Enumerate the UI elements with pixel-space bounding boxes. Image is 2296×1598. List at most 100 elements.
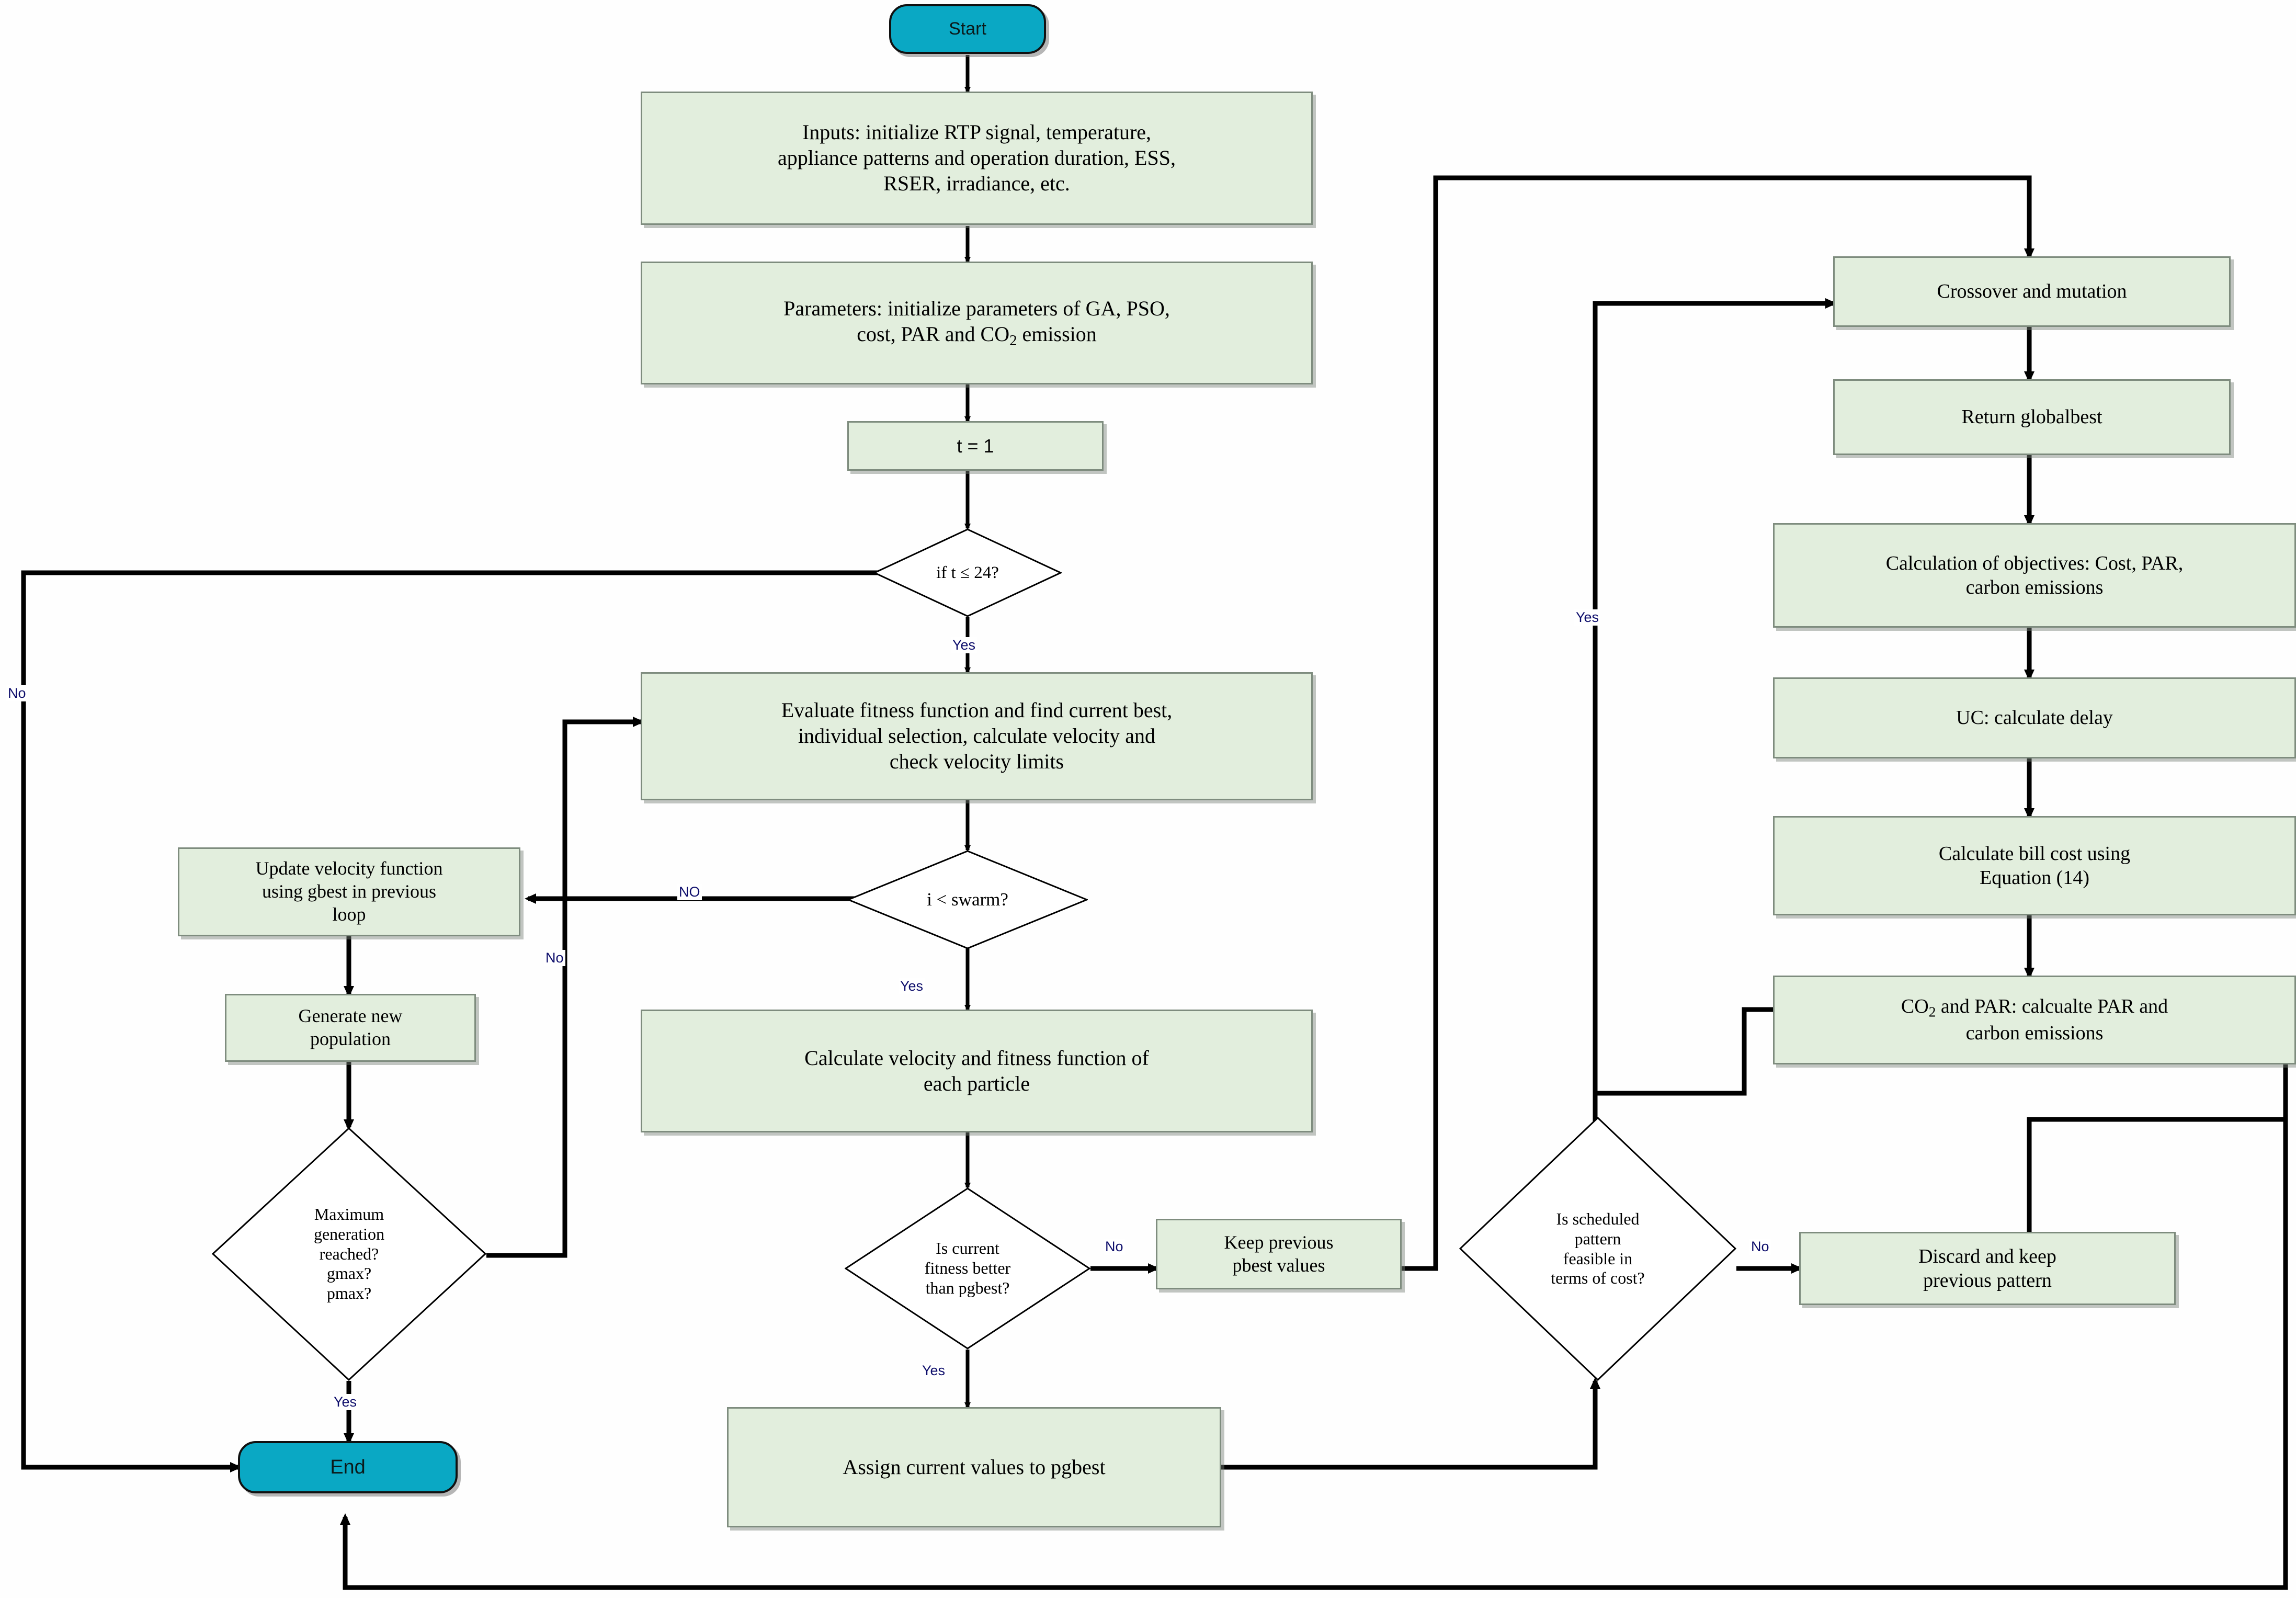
return-globalbest-process[interactable]: Return globalbest	[1833, 379, 2231, 455]
inputs-line-1: Inputs: initialize RTP signal, temperatu…	[802, 120, 1152, 144]
max-generation-text: Maximum generation reached? gmax? pmax?	[314, 1205, 384, 1304]
parameters-line-1: Parameters: initialize parameters of GA,…	[783, 297, 1170, 320]
evaluate-process[interactable]: Evaluate fitness function and find curre…	[641, 672, 1313, 800]
edge-label-i-swarm-no: NO	[677, 884, 702, 900]
edge-label-max-gen-no: No	[544, 950, 565, 966]
co2-subscript: 2	[1928, 1004, 1936, 1020]
bill-cost-text: Calculate bill cost using Equation (14)	[1931, 842, 2138, 890]
end-terminator[interactable]: End	[238, 1441, 458, 1493]
update-velocity-line-2: using gbest in previous	[262, 881, 436, 902]
co2-par-line-1-b: and PAR: calcualte PAR and	[1936, 995, 2168, 1018]
feasible-line-1: Is scheduled	[1556, 1209, 1640, 1228]
i-swarm-label: i < swarm?	[927, 889, 1008, 910]
feasible-line-3: feasible in	[1563, 1249, 1633, 1268]
crossover-label: Crossover and mutation	[1937, 280, 2127, 303]
i-swarm-decision[interactable]: i < swarm?	[847, 850, 1088, 949]
t-init-process[interactable]: t = 1	[847, 421, 1104, 471]
fitness-line-3: than pgbest?	[925, 1278, 1010, 1297]
t-init-label: t = 1	[957, 435, 994, 457]
discard-text: Discard and keep previous pattern	[1911, 1244, 2064, 1293]
max-gen-line-1: Maximum	[314, 1205, 384, 1224]
calc-objectives-process[interactable]: Calculation of objectives: Cost, PAR, ca…	[1773, 523, 2296, 628]
co2-par-process[interactable]: CO2 and PAR: calcualte PAR and carbon em…	[1773, 976, 2296, 1064]
edge-label-fitness-no: No	[1104, 1239, 1125, 1255]
calc-velocity-text: Calculate velocity and fitness function …	[797, 1046, 1156, 1097]
feasible-decision[interactable]: Is scheduled pattern feasible in terms o…	[1459, 1117, 1736, 1381]
diamond-shape	[212, 1127, 486, 1381]
inputs-process[interactable]: Inputs: initialize RTP signal, temperatu…	[641, 92, 1313, 225]
edge-label-i-swarm-yes: Yes	[899, 978, 925, 994]
generate-population-process[interactable]: Generate new population	[225, 994, 476, 1062]
fitness-better-decision[interactable]: Is current fitness better than pgbest?	[845, 1187, 1090, 1350]
feasible-line-4: terms of cost?	[1551, 1268, 1645, 1288]
crossover-process[interactable]: Crossover and mutation	[1833, 256, 2231, 327]
max-gen-line-5: pmax?	[326, 1284, 372, 1303]
if-t-decision[interactable]: if t ≤ 24?	[873, 528, 1062, 617]
max-gen-line-2: generation	[313, 1224, 385, 1243]
calc-objectives-text: Calculation of objectives: Cost, PAR, ca…	[1879, 551, 2191, 600]
parameters-co2-subscript: 2	[1009, 332, 1017, 349]
update-velocity-process[interactable]: Update velocity function using gbest in …	[178, 847, 520, 936]
update-velocity-text: Update velocity function using gbest in …	[248, 857, 450, 926]
keep-pbest-line-2: pbest values	[1232, 1254, 1325, 1276]
generate-population-line-2: population	[310, 1028, 391, 1049]
feasible-line-2: pattern	[1574, 1229, 1621, 1248]
edge-label-if-t-no: No	[6, 685, 28, 701]
edge-label-if-t-yes: Yes	[951, 637, 977, 653]
calc-velocity-process[interactable]: Calculate velocity and fitness function …	[641, 1010, 1313, 1132]
parameters-text: Parameters: initialize parameters of GA,…	[776, 296, 1177, 350]
bill-cost-line-2: Equation (14)	[1979, 867, 2089, 889]
update-velocity-line-1: Update velocity function	[255, 858, 443, 879]
keep-pbest-line-1: Keep previous	[1224, 1231, 1334, 1253]
evaluate-line-1: Evaluate fitness function and find curre…	[781, 698, 1173, 722]
edge-label-max-gen-yes: Yes	[332, 1394, 359, 1410]
edge-label-feasible-yes: Yes	[1574, 609, 1601, 626]
diamond-shape	[845, 1187, 1090, 1350]
keep-pbest-process[interactable]: Keep previous pbest values	[1156, 1219, 1402, 1289]
co2-par-line-1-a: CO	[1901, 995, 1929, 1018]
evaluate-line-2: individual selection, calculate velocity…	[798, 724, 1156, 748]
generate-population-line-1: Generate new	[298, 1005, 403, 1027]
discard-line-2: previous pattern	[1923, 1270, 2052, 1291]
bill-cost-line-1: Calculate bill cost using	[1938, 842, 2131, 865]
assign-pgbest-process[interactable]: Assign current values to pgbest	[727, 1407, 1221, 1527]
if-t-label: if t ≤ 24?	[936, 563, 999, 582]
diamond-shape	[847, 850, 1088, 949]
co2-par-text: CO2 and PAR: calcualte PAR and carbon em…	[1894, 994, 2175, 1045]
inputs-line-3: RSER, irradiance, etc.	[883, 171, 1070, 195]
parameters-process[interactable]: Parameters: initialize parameters of GA,…	[641, 262, 1313, 384]
bill-cost-process[interactable]: Calculate bill cost using Equation (14)	[1773, 816, 2296, 915]
evaluate-text: Evaluate fitness function and find curre…	[774, 698, 1180, 774]
calc-objectives-line-1: Calculation of objectives: Cost, PAR,	[1885, 552, 2184, 574]
parameters-line-2-b: emission	[1017, 322, 1097, 346]
uc-delay-process[interactable]: UC: calculate delay	[1773, 677, 2296, 758]
update-velocity-line-3: loop	[332, 903, 366, 925]
fitness-line-1: Is current	[936, 1239, 999, 1258]
calc-objectives-line-2: carbon emissions	[1965, 576, 2104, 598]
feasible-text: Is scheduled pattern feasible in terms o…	[1551, 1209, 1645, 1288]
start-terminator[interactable]: Start	[889, 4, 1046, 54]
fitness-better-text: Is current fitness better than pgbest?	[925, 1239, 1010, 1298]
max-gen-line-4: gmax?	[326, 1264, 372, 1283]
generate-population-text: Generate new population	[291, 1005, 410, 1051]
return-globalbest-label: Return globalbest	[1961, 406, 2102, 428]
discard-process[interactable]: Discard and keep previous pattern	[1799, 1232, 2176, 1305]
co2-par-line-1: CO2 and PAR: calcualte PAR and	[1901, 994, 2168, 1021]
max-gen-line-3: reached?	[319, 1244, 379, 1263]
discard-line-1: Discard and keep	[1918, 1245, 2056, 1267]
edge-label-feasible-no: No	[1749, 1239, 1771, 1255]
inputs-text: Inputs: initialize RTP signal, temperatu…	[770, 120, 1183, 196]
keep-pbest-text: Keep previous pbest values	[1217, 1231, 1341, 1277]
evaluate-line-3: check velocity limits	[889, 749, 1064, 773]
uc-delay-label: UC: calculate delay	[1956, 707, 2113, 729]
max-generation-decision[interactable]: Maximum generation reached? gmax? pmax?	[212, 1127, 486, 1381]
inputs-line-2: appliance patterns and operation duratio…	[778, 146, 1176, 170]
parameters-line-2-a: cost, PAR and CO	[857, 322, 1010, 346]
start-label: Start	[949, 19, 986, 39]
edge-label-fitness-yes: Yes	[920, 1363, 947, 1379]
end-label: End	[330, 1456, 366, 1478]
parameters-line-2: cost, PAR and CO2 emission	[783, 322, 1170, 350]
assign-pgbest-label: Assign current values to pgbest	[843, 1455, 1106, 1479]
